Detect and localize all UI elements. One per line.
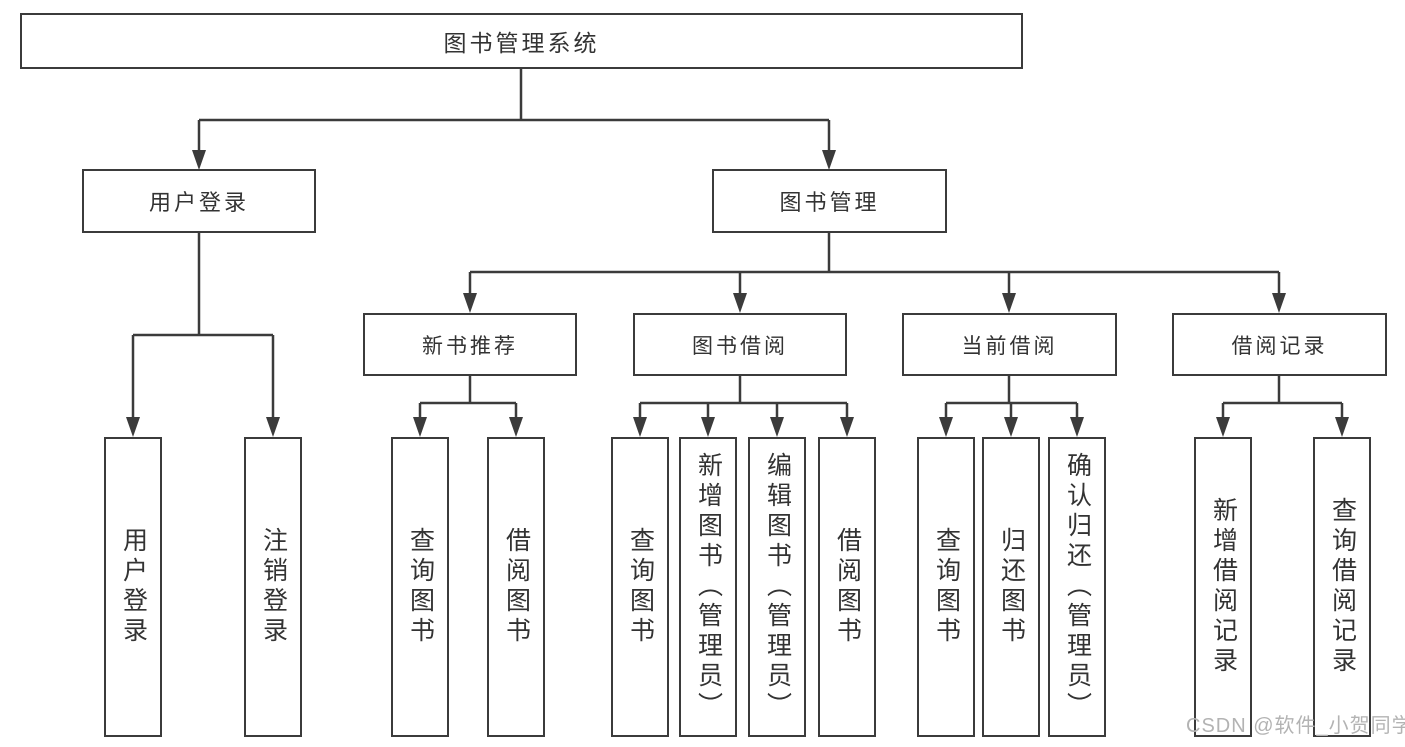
connector-root-to-level2 — [197, 69, 831, 152]
arrowhead-new-book-recommend — [463, 293, 477, 313]
leaf-borrow-books-recommend: 借阅图书 — [487, 437, 545, 737]
arrowhead-current-borrow — [1002, 293, 1016, 313]
node-borrow-records: 借阅记录 — [1172, 313, 1387, 376]
arrowhead-borrow-records — [1272, 293, 1286, 313]
node-label: 查询图书 — [932, 527, 961, 647]
leaf-user-login: 用户登录 — [104, 437, 162, 737]
leaf-query-borrow-record: 查询借阅记录 — [1313, 437, 1371, 737]
leaf-confirm-return-admin: 确认归还（管理员） — [1048, 437, 1106, 737]
arrowhead-query-books-recommend — [413, 417, 427, 437]
arrowhead-query-books-current — [939, 417, 953, 437]
leaf-logout-login: 注销登录 — [244, 437, 302, 737]
node-library-system: 图书管理系统 — [20, 13, 1023, 69]
node-label: 确认归还（管理员） — [1063, 452, 1092, 722]
arrowhead-query-books-borrow — [633, 417, 647, 437]
node-label: 查询借阅记录 — [1328, 497, 1357, 677]
arrowhead-borrow-books-recommend — [509, 417, 523, 437]
leaf-add-book-admin: 新增图书（管理员） — [679, 437, 737, 737]
watermark: CSDN @软件_小贺同学 — [1186, 715, 1405, 737]
node-new-book-recommend: 新书推荐 — [363, 313, 577, 376]
leaf-borrow-books: 借阅图书 — [818, 437, 876, 737]
arrowhead-user-login — [192, 150, 206, 170]
node-label: 图书管理 — [779, 190, 880, 215]
node-label: 新增图书（管理员） — [694, 452, 723, 722]
node-label: 注销登录 — [259, 527, 288, 647]
node-label: 当前借阅 — [961, 334, 1058, 358]
connector-new-book-recommend-group — [418, 376, 518, 419]
connector-borrow-records-group — [1221, 376, 1344, 419]
node-current-borrow: 当前借阅 — [902, 313, 1117, 376]
connector-book-borrow-group — [638, 376, 849, 419]
connector-user-login-group — [131, 233, 275, 419]
node-label: 编辑图书（管理员） — [763, 452, 792, 722]
leaf-edit-book-admin: 编辑图书（管理员） — [748, 437, 806, 737]
node-user-login: 用户登录 — [82, 169, 316, 233]
leaf-query-books-borrow: 查询图书 — [611, 437, 669, 737]
node-label: 新增借阅记录 — [1209, 497, 1238, 677]
node-label: 图书管理系统 — [443, 30, 600, 56]
node-label: 借阅记录 — [1231, 334, 1328, 358]
node-label: 新书推荐 — [422, 334, 518, 358]
node-label: 归还图书 — [997, 527, 1026, 647]
arrowhead-edit-book-admin — [770, 417, 784, 437]
node-label: 查询图书 — [626, 527, 655, 647]
arrowhead-query-borrow-record — [1335, 417, 1349, 437]
node-label: 借阅图书 — [502, 527, 531, 647]
arrowhead-borrow-books — [840, 417, 854, 437]
arrowhead-book-borrow — [733, 293, 747, 313]
arrowhead-add-borrow-record — [1216, 417, 1230, 437]
arrowhead-return-book — [1004, 417, 1018, 437]
node-book-management: 图书管理 — [712, 169, 947, 233]
node-label: 图书借阅 — [692, 334, 788, 358]
node-label: 查询图书 — [406, 527, 435, 647]
leaf-add-borrow-record: 新增借阅记录 — [1194, 437, 1252, 737]
arrowhead-add-book-admin — [701, 417, 715, 437]
node-book-borrow: 图书借阅 — [633, 313, 847, 376]
node-label: 借阅图书 — [833, 527, 862, 647]
connector-current-borrow-group — [944, 376, 1079, 419]
connector-book-management-group — [468, 233, 1281, 295]
leaf-query-books-current: 查询图书 — [917, 437, 975, 737]
leaf-query-books-recommend: 查询图书 — [391, 437, 449, 737]
arrowhead-user-login-leaf — [126, 417, 140, 437]
arrowhead-book-management — [822, 150, 836, 170]
arrowhead-logout-login — [266, 417, 280, 437]
arrowhead-confirm-return-admin — [1070, 417, 1084, 437]
node-label: 用户登录 — [148, 190, 249, 215]
leaf-return-book: 归还图书 — [982, 437, 1040, 737]
node-label: 用户登录 — [119, 527, 148, 647]
